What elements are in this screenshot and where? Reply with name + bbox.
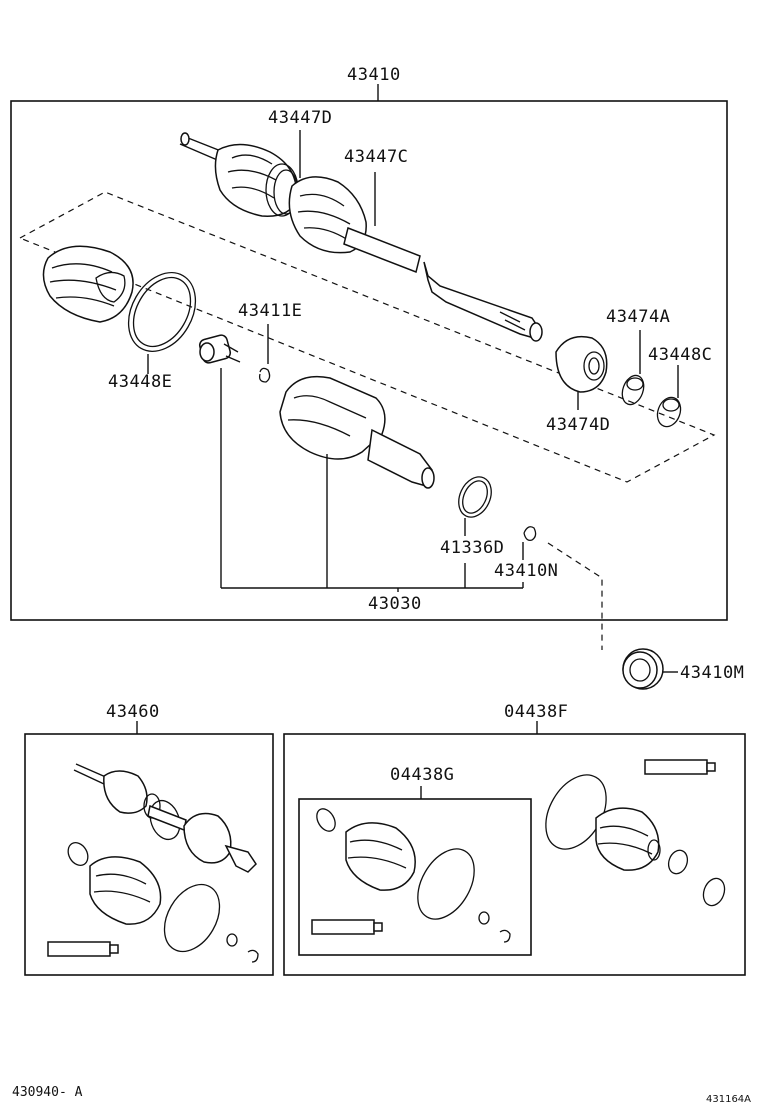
shaft-section: [343, 226, 543, 342]
label-43448C: 43448C: [648, 345, 712, 365]
footer-code-left: 430940- A: [12, 1085, 83, 1100]
drive-shaft-outboard-joint: [179, 132, 298, 217]
clamp-43448C: [656, 396, 682, 428]
inboard-boot: [42, 245, 134, 323]
label-43474D: 43474D: [546, 415, 610, 435]
label-43474A: 43474A: [606, 307, 670, 327]
kit-43460-boot: [89, 856, 162, 925]
kit-04438F-boot: [545, 774, 661, 871]
leader-43410M: [547, 542, 603, 650]
kit-04438G-frame: [298, 798, 532, 956]
label-04438G: 04438G: [390, 765, 454, 785]
kit-04438F-clamp-small: [667, 849, 689, 875]
boot-kit-dashed-outline: [19, 191, 716, 483]
bearing-43410M: [622, 648, 664, 690]
clamp-43448E: [127, 272, 197, 352]
kit-04438G-grease-tube: [311, 919, 375, 935]
kit-43460-clamp-large: [163, 883, 221, 953]
dust-seal-41336D: [458, 476, 492, 518]
label-43410N: 43410N: [494, 561, 558, 581]
label-43030: 43030: [368, 594, 422, 614]
kit-04438F-frame: [283, 733, 746, 976]
tripod-joint: [198, 334, 241, 364]
kit-04438G-clamp-large: [417, 848, 475, 920]
label-43460: 43460: [106, 702, 160, 722]
label-41336D: 41336D: [440, 538, 504, 558]
label-43411E: 43411E: [238, 301, 302, 321]
label-43447D: 43447D: [268, 108, 332, 128]
label-43447C: 43447C: [344, 147, 408, 167]
kit-43460-frame: [24, 733, 274, 976]
kit-04438F-grease-tube: [644, 759, 708, 775]
kit-04438G-boot: [345, 822, 416, 891]
label-43410: 43410: [347, 65, 401, 85]
kit-43460-joint: [73, 763, 257, 873]
label-04438F: 04438F: [504, 702, 568, 722]
label-43410M: 43410M: [680, 663, 744, 683]
damper-43474D: [555, 335, 608, 393]
clip-43410N: [523, 526, 537, 541]
kit-43460-clamp-small: [67, 842, 89, 866]
snap-ring-43411E: [258, 367, 271, 383]
label-43448E: 43448E: [108, 372, 172, 392]
kit-04438F-clamp-medium: [702, 877, 726, 907]
footer-code-right: 431164A: [706, 1094, 751, 1105]
main-assembly-frame: [10, 100, 728, 621]
inboard-joint-housing: [279, 375, 435, 489]
clamp-43474A: [621, 374, 645, 406]
kit-04438G-clamp-small: [316, 808, 336, 832]
kit-43460-grease-tube: [47, 941, 111, 957]
